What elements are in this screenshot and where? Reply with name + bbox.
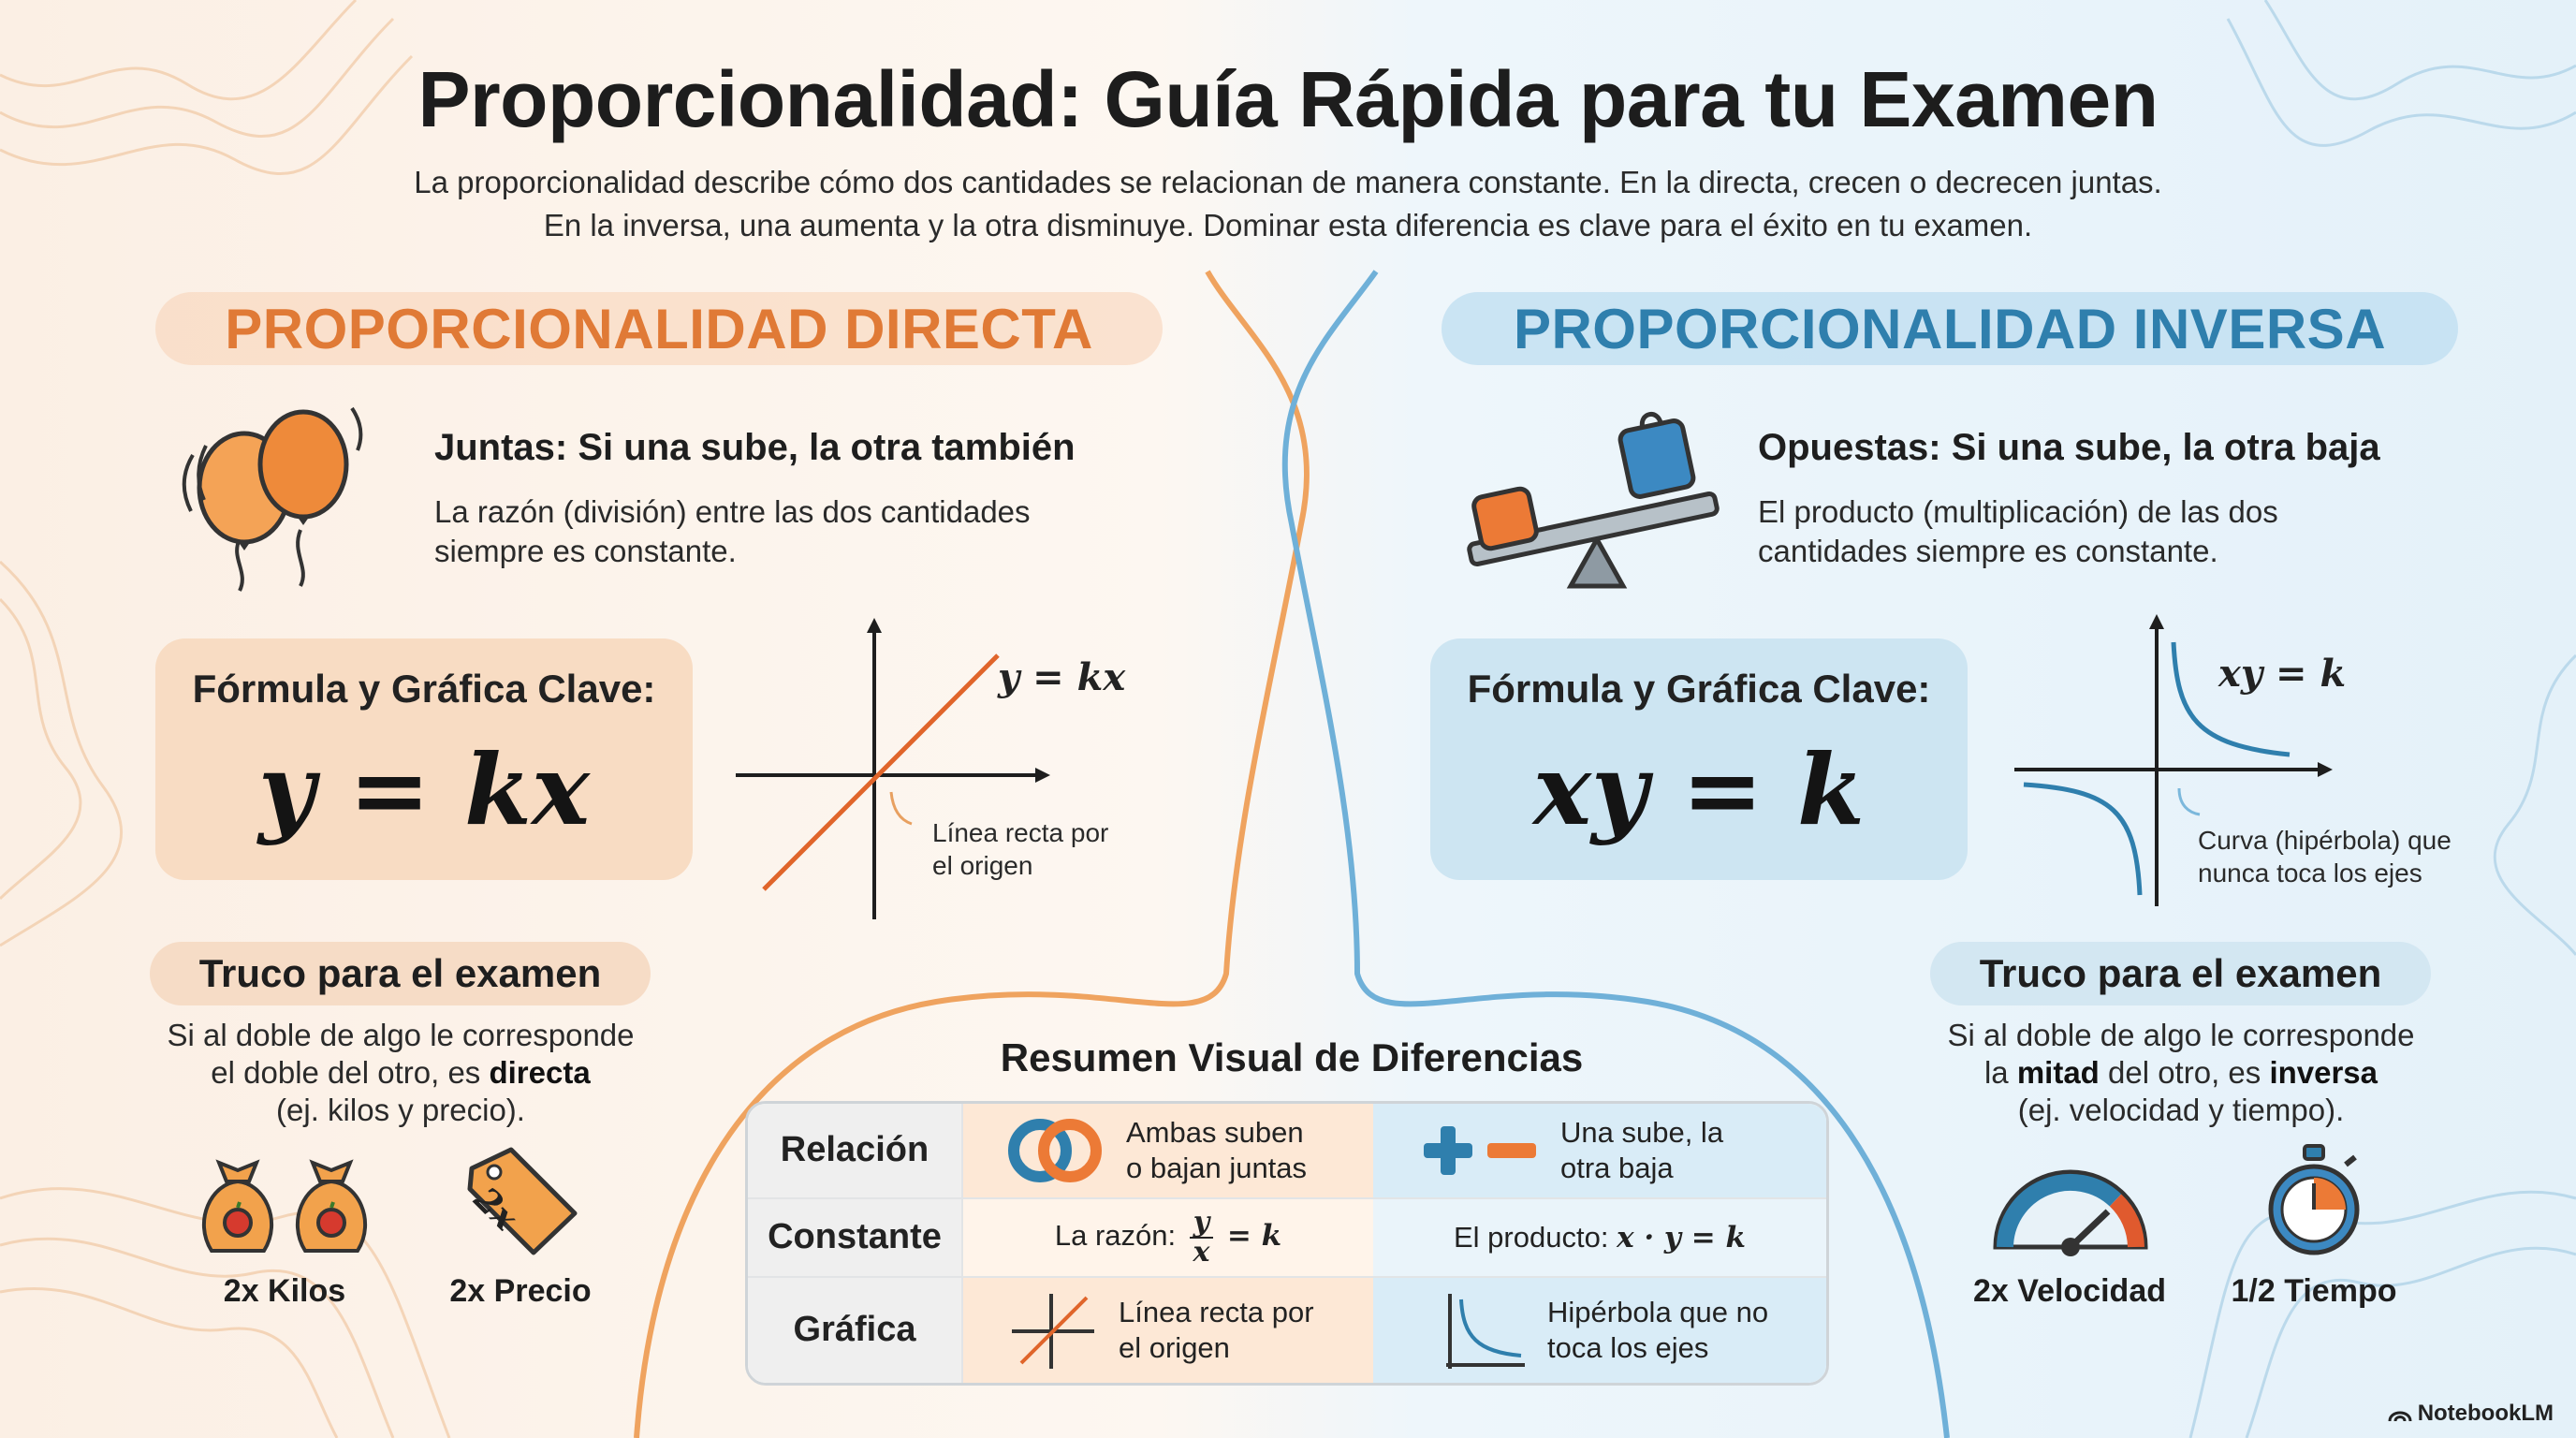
constante-inverse-math: x · y = k xyxy=(1617,1220,1746,1255)
inverse-icon2-caption: 1/2 Tiempo xyxy=(2231,1273,2397,1309)
relacion-inverse-cell: Una sube, la otra baja xyxy=(1373,1104,1826,1199)
direct-description: La razón (división) entre las dos cantid… xyxy=(434,494,1031,568)
direct-tip-text: Si al doble de algo le corresponde el do… xyxy=(112,1017,689,1129)
constante-direct-prefix: La razón: xyxy=(1054,1218,1177,1252)
inverse-graph-note-2: nunca toca los ejes xyxy=(2198,858,2422,888)
fraction-numerator: y xyxy=(1189,1208,1214,1239)
direct-formula-box: Fórmula y Gráfica Clave: y = kx xyxy=(155,638,693,880)
mini-line-graph-icon xyxy=(1012,1293,1094,1369)
grafica-inverse-line1: Hipérbola que no xyxy=(1547,1295,1769,1328)
direct-graph-label: y = kx xyxy=(998,655,1126,699)
direct-formula-label: Fórmula y Gráfica Clave: xyxy=(192,667,656,711)
constante-direct-suffix: = k xyxy=(1226,1218,1282,1253)
inverse-formula-label: Fórmula y Gráfica Clave: xyxy=(1467,667,1931,711)
brand-watermark: NotebookLM xyxy=(2388,1401,2554,1427)
direct-icon2-caption: 2x Precio xyxy=(449,1273,592,1309)
notebooklm-logo-icon xyxy=(2388,1411,2412,1422)
direct-graph-note-1: Línea recta por xyxy=(932,818,1109,847)
inverse-tip-line2-pre: la xyxy=(1983,1055,2017,1090)
table-row: Gráfica Línea recta por el origen xyxy=(748,1277,1826,1383)
inverse-tip-line1: Si al doble de algo le corresponde xyxy=(1947,1018,2415,1052)
inverse-tip-keyword-2: inversa xyxy=(2269,1055,2378,1090)
direct-formula: y = kx xyxy=(257,732,591,847)
plus-minus-icon xyxy=(1424,1125,1536,1175)
direct-line-graph xyxy=(736,618,1050,919)
direct-tip-line1: Si al doble de algo le corresponde xyxy=(167,1018,635,1052)
inverse-tip-text: Si al doble de algo le corresponde la mi… xyxy=(1893,1017,2469,1129)
inverse-tip-title: Truco para el examen xyxy=(1930,942,2431,1005)
grafica-direct-text: Línea recta por el origen xyxy=(1119,1295,1314,1366)
grafica-direct-line2: el origen xyxy=(1119,1330,1230,1364)
inverse-graph-label: xy = k xyxy=(2218,652,2347,696)
direct-heading: PROPORCIONALIDAD DIRECTA xyxy=(155,292,1163,365)
page-title: Proporcionalidad: Guía Rápida para tu Ex… xyxy=(417,55,2159,143)
linked-rings-icon xyxy=(1008,1118,1102,1182)
relacion-inverse-text: Una sube, la otra baja xyxy=(1560,1115,1723,1186)
inverse-formula-box: Fórmula y Gráfica Clave: xy = k xyxy=(1430,638,1968,880)
row-header-constante: Constante xyxy=(748,1198,963,1278)
direct-subheading: Juntas: Si una sube, la otra también xyxy=(434,427,1076,468)
direct-graph-note-2: el origen xyxy=(932,851,1033,880)
table-row: Relación Ambas suben o bajan juntas xyxy=(748,1104,1826,1199)
brand-name: NotebookLM xyxy=(2417,1401,2554,1426)
inverse-description: El producto (multiplicación) de las dos … xyxy=(1758,494,2278,568)
grafica-direct-line1: Línea recta por xyxy=(1119,1295,1314,1328)
grafica-inverse-line2: toca los ejes xyxy=(1547,1330,1709,1364)
inverse-formula: xy = k xyxy=(1532,732,1866,847)
seesaw-icon xyxy=(1467,412,1720,589)
grafica-inverse-text: Hipérbola que no toca los ejes xyxy=(1547,1295,1768,1366)
inverse-graph-note-1: Curva (hipérbola) que xyxy=(2198,826,2452,855)
money-bags-icon xyxy=(201,1159,368,1253)
inverse-tip-keyword-1: mitad xyxy=(2016,1055,2100,1090)
speedometer-icon xyxy=(1993,1169,2148,1256)
relacion-direct-line1: Ambas suben xyxy=(1126,1115,1304,1149)
inverse-subheading: Opuestas: Si una sube, la otra baja xyxy=(1758,427,2380,468)
relacion-direct-line2: o bajan juntas xyxy=(1126,1151,1308,1184)
relacion-inverse-line2: otra baja xyxy=(1560,1151,1674,1184)
stopwatch-icon xyxy=(2268,1144,2360,1255)
relacion-direct-cell: Ambas suben o bajan juntas xyxy=(963,1104,1373,1199)
summary-title: Resumen Visual de Diferencias xyxy=(1000,1035,1584,1079)
inverse-hyperbola-graph xyxy=(2014,614,2333,906)
direct-tip-title: Truco para el examen xyxy=(150,942,651,1005)
fraction-denominator: x xyxy=(1193,1235,1210,1269)
mini-hyperbola-icon xyxy=(1446,1293,1525,1369)
inverse-heading: PROPORCIONALIDAD INVERSA xyxy=(1442,292,2458,365)
constante-inverse-cell: El producto: x · y = k xyxy=(1373,1198,1826,1278)
relacion-inverse-line1: Una sube, la xyxy=(1560,1115,1724,1149)
grafica-direct-cell: Línea recta por el origen xyxy=(963,1277,1373,1383)
direct-tip-line2-text: el doble del otro, es xyxy=(211,1055,490,1090)
row-header-grafica: Gráfica xyxy=(748,1277,963,1383)
direct-tip-line2: el doble del otro, es directa xyxy=(112,1054,689,1092)
inverse-tip-line2-mid: del otro, es xyxy=(2099,1055,2270,1090)
balloons-icon xyxy=(182,406,363,592)
grafica-inverse-cell: Hipérbola que no toca los ejes xyxy=(1373,1277,1826,1383)
direct-tip-keyword: directa xyxy=(489,1055,591,1090)
intro-text: La proporcionalidad describe cómo dos ca… xyxy=(414,165,2162,242)
relacion-direct-text: Ambas suben o bajan juntas xyxy=(1126,1115,1307,1186)
constante-inverse-prefix: El producto: xyxy=(1454,1220,1609,1254)
inverse-icon1-caption: 2x Velocidad xyxy=(1973,1273,2166,1309)
inverse-tip-line3: (ej. velocidad y tiempo). xyxy=(2017,1093,2345,1127)
direct-tip-line3: (ej. kilos y precio). xyxy=(276,1093,525,1127)
row-header-relacion: Relación xyxy=(748,1104,963,1199)
inverse-tip-line2: la mitad del otro, es inversa xyxy=(1893,1054,2469,1092)
summary-table: Relación Ambas suben o bajan juntas xyxy=(745,1101,1829,1386)
direct-icon1-caption: 2x Kilos xyxy=(223,1273,346,1309)
price-tag-icon xyxy=(467,1147,578,1255)
